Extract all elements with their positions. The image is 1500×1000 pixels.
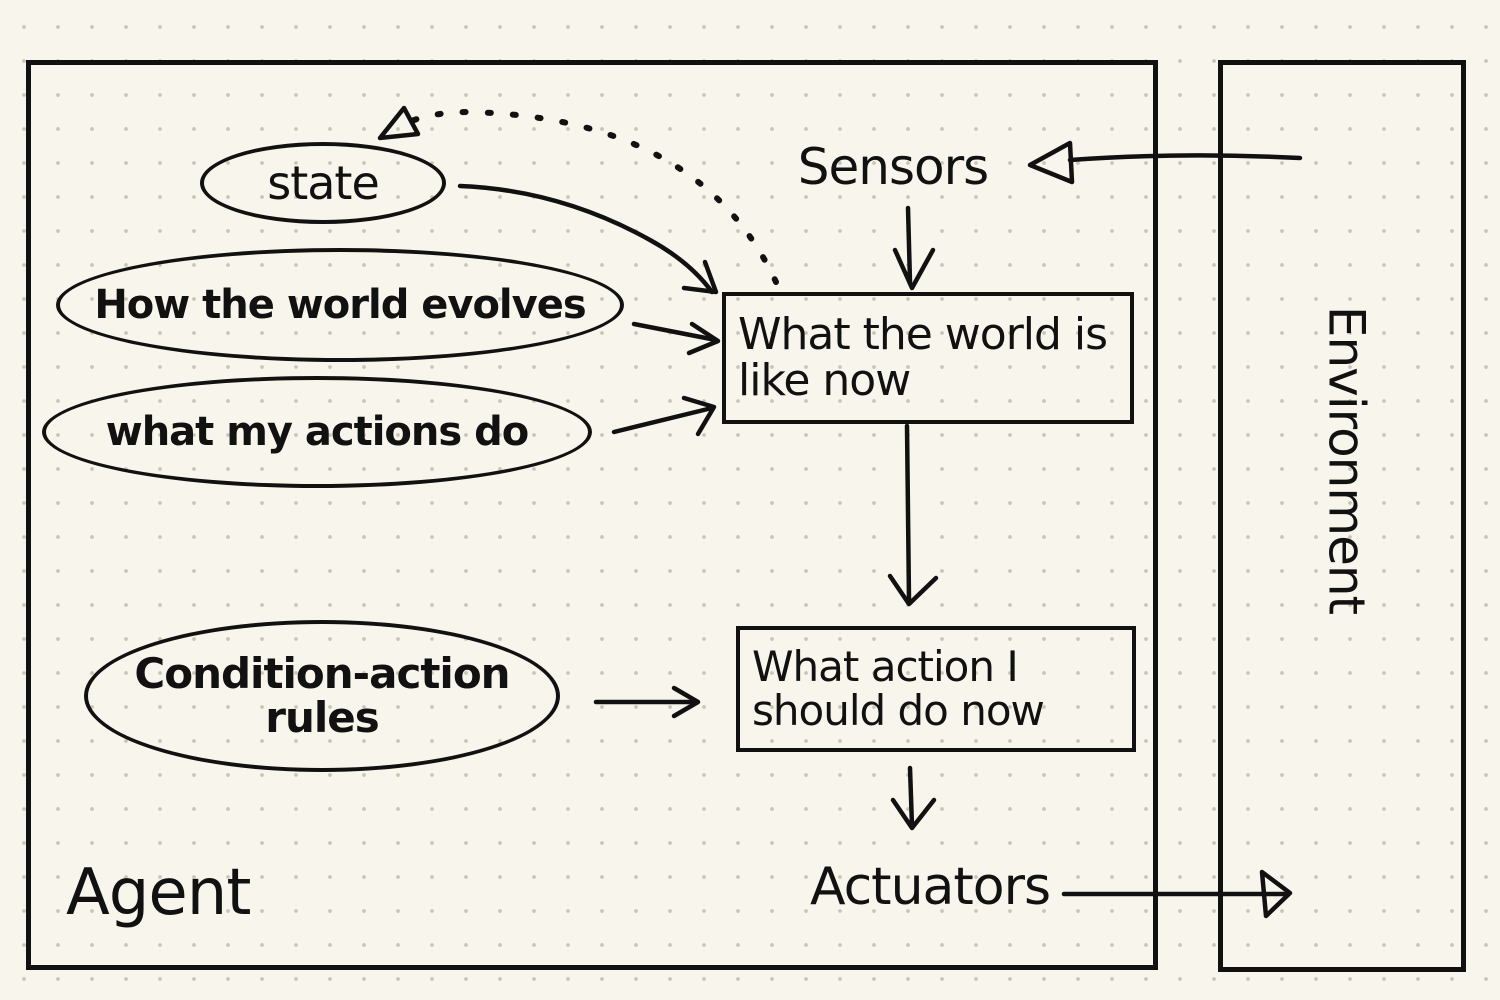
action-now-label: What action I should do now (752, 641, 1045, 735)
arrow-sensors-to-world (905, 205, 913, 285)
sensors-node: Sensors (788, 134, 998, 200)
rules-oval: Condition-action rules (84, 620, 560, 772)
state-label: state (267, 155, 380, 210)
rules-label: Condition-action rules (134, 648, 510, 742)
arrowhead-state-dotted (377, 105, 421, 141)
arrowhead-state (681, 259, 719, 295)
arrow-state-to-world (457, 183, 715, 295)
arrowhead-actuators (890, 797, 937, 831)
arrow-evolves-to-world (631, 321, 719, 343)
action-now-box: What action I should do now (736, 626, 1136, 752)
arrowhead-rules (671, 685, 701, 719)
arrowhead-evolves (686, 321, 721, 356)
arrowhead-actions (681, 395, 717, 437)
arrow-action-to-actuators (907, 765, 915, 829)
actions-do-oval: what my actions do (42, 376, 592, 488)
arrowhead-action-top (887, 573, 939, 607)
actuators-node: Actuators (809, 850, 1051, 924)
sensors-label: Sensors (797, 137, 989, 196)
arrow-actions-to-world (611, 405, 715, 435)
arrow-environment-to-sensors (1067, 153, 1303, 163)
arrowhead-environment (1259, 869, 1293, 919)
environment-label: Environment (1317, 305, 1376, 615)
world-now-box: What the world is like now (722, 292, 1134, 424)
world-evolves-label: How the world evolves (94, 282, 586, 328)
arrowhead-sensors (1027, 140, 1075, 185)
arrowhead-world-top (892, 247, 936, 291)
world-evolves-oval: How the world evolves (56, 248, 624, 362)
world-now-label: What the world is like now (738, 308, 1108, 406)
environment-frame (1218, 60, 1466, 972)
agent-label: Agent (66, 856, 251, 930)
agent-frame (26, 60, 1158, 970)
actuators-label: Actuators (809, 856, 1051, 917)
actions-do-label: what my actions do (105, 409, 529, 455)
arrow-world-to-state-dotted (401, 109, 779, 285)
arrow-world-to-action (904, 423, 912, 603)
state-oval: state (200, 142, 446, 224)
